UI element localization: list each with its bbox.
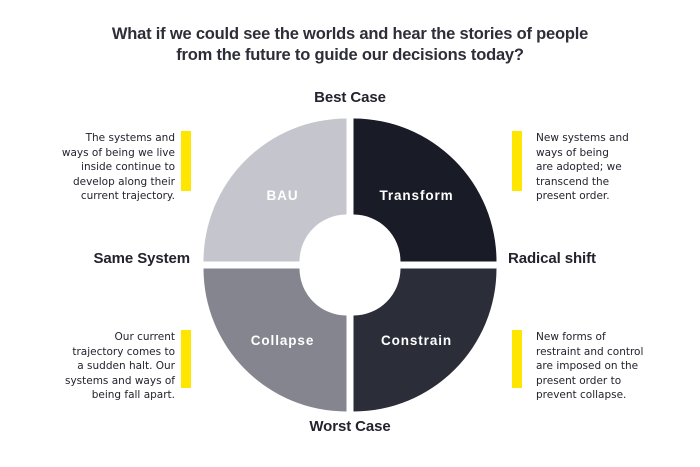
axis-label-best-case: Best Case	[314, 89, 386, 106]
quadrant-donut: BAU Transform Collapse Constrain	[203, 118, 497, 412]
quadrant-label-bau: BAU	[267, 188, 299, 203]
page-title: What if we could see the worlds and hear…	[111, 25, 589, 64]
axis-label-radical-shift: Radical shift	[508, 250, 596, 267]
annotation-bau: The systems and ways of being we live in…	[61, 132, 175, 202]
quadrant-bau-shape	[203, 118, 347, 262]
accent-bar-constrain	[512, 330, 522, 388]
accent-bar-collapse	[181, 330, 191, 388]
quadrant-label-collapse: Collapse	[251, 333, 314, 348]
quadrant-label-constrain: Constrain	[381, 333, 452, 348]
accent-bar-bau	[181, 131, 191, 191]
annotation-collapse: Our current trajectory comes to a sudden…	[64, 331, 175, 401]
axis-label-worst-case: Worst Case	[309, 418, 391, 435]
annotation-transform: New systems and ways of being are adopte…	[536, 132, 629, 202]
quadrant-constrain-shape	[353, 268, 497, 412]
quadrant-label-transform: Transform	[379, 188, 453, 203]
accent-bar-transform	[512, 131, 522, 191]
quadrant-collapse-shape	[203, 268, 347, 412]
annotation-constrain: New forms of restraint and control are i…	[536, 331, 644, 401]
axis-label-same-system: Same System	[93, 250, 191, 267]
quadrant-transform-shape	[353, 118, 497, 262]
